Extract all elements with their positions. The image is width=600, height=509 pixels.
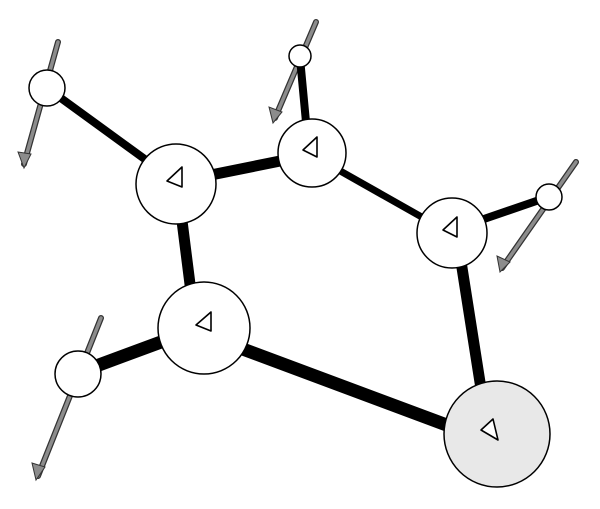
atom-h3 [535, 183, 563, 211]
bond-x1-c4 [225, 338, 467, 437]
displacement-arrow-icon [31, 315, 104, 482]
triangle-marker-icon [195, 311, 212, 332]
atom-markers [166, 136, 499, 441]
triangle-marker-icon [166, 166, 183, 188]
atom-h4 [54, 350, 102, 398]
triangle-marker-icon [442, 216, 458, 238]
triangle-marker-icon [302, 136, 318, 158]
atom-h1 [28, 69, 66, 107]
displacement-arrow-icon [268, 19, 319, 125]
atom-h2 [288, 44, 312, 68]
bond-h1-c1 [43, 84, 150, 164]
bond-c2-h2 [296, 54, 310, 126]
bond-c3-x1 [454, 249, 488, 401]
triangle-marker-icon [480, 418, 499, 441]
displacement-arrow-icon [496, 159, 579, 274]
